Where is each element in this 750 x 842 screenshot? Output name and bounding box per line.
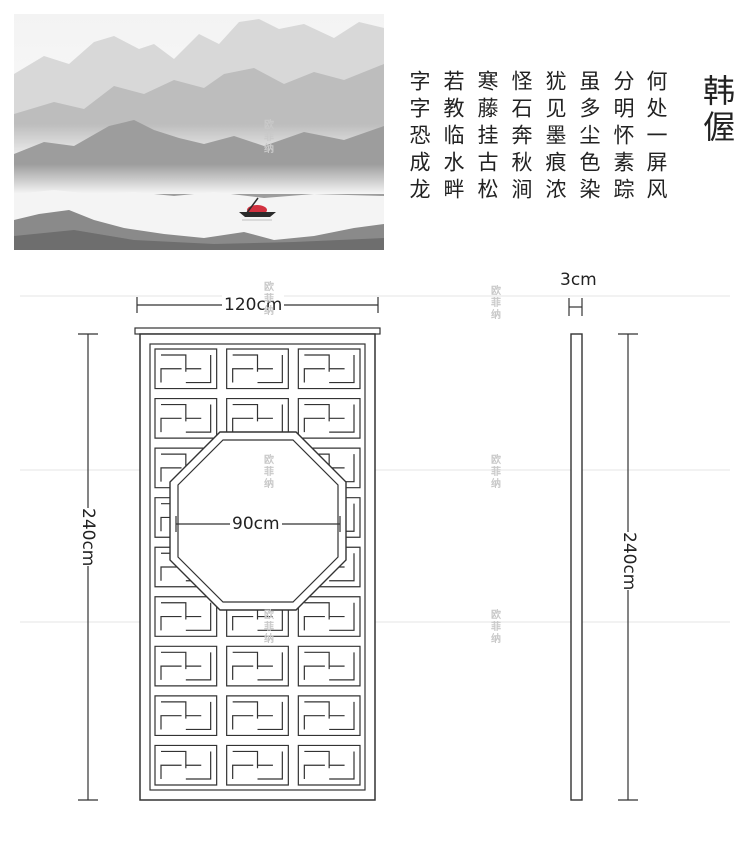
watermark-text: 欧菲纳 xyxy=(264,282,274,317)
screen-inner-frame xyxy=(149,343,366,791)
poem-title: 韩偓 xyxy=(698,74,736,146)
poem-column: 若教临水畔 xyxy=(441,70,465,205)
boat-icon xyxy=(239,197,276,221)
height-label: 240cm xyxy=(76,508,100,567)
lattice-cell xyxy=(226,348,289,390)
thickness-dimension-line xyxy=(568,298,583,316)
lattice-cell xyxy=(226,645,289,687)
lattice-cell xyxy=(297,744,361,786)
lattice-cell xyxy=(297,348,361,390)
side-profile-bar xyxy=(570,333,583,801)
lattice-cell xyxy=(154,596,218,637)
poem-column: 何处一屏风 xyxy=(644,70,668,205)
width-label: 120cm xyxy=(222,295,285,315)
thickness-label: 3cm xyxy=(558,270,599,290)
lattice-cell xyxy=(297,447,361,489)
poem-column: 字字恐成龙 xyxy=(407,70,431,205)
lattice-cell xyxy=(297,645,361,687)
poem-column: 怪石奔秋涧 xyxy=(509,70,533,205)
poem-column: 虽多尘色染 xyxy=(577,70,601,205)
ink-landscape-painting xyxy=(14,14,384,250)
lattice-cell xyxy=(154,695,218,737)
watermark-text: 欧菲纳 xyxy=(264,610,274,645)
watermark-text: 欧菲纳 xyxy=(491,455,501,490)
lattice-cell xyxy=(297,695,361,737)
poem-column: 分明怀素踪 xyxy=(611,70,635,205)
watermark-text: 欧菲纳 xyxy=(491,286,501,321)
watermark-text: 欧菲纳 xyxy=(264,120,274,155)
lattice-cell xyxy=(226,744,289,786)
poem-column: 寒藤挂古松 xyxy=(475,70,499,205)
poem-column: 犹见墨痕浓 xyxy=(543,70,567,205)
lattice-cell xyxy=(226,695,289,737)
lattice-cell xyxy=(297,397,361,439)
height-dimension-line xyxy=(78,333,98,801)
lattice-cell xyxy=(297,596,361,637)
lattice-cell xyxy=(154,645,218,687)
opening-label: 90cm xyxy=(230,514,282,534)
lattice-cell xyxy=(154,348,218,390)
frame-top-rail xyxy=(134,327,381,335)
lattice-cell xyxy=(154,744,218,786)
watermark-text: 欧菲纳 xyxy=(491,610,501,645)
side-height-label: 240cm xyxy=(617,532,641,591)
watermark-text: 欧菲纳 xyxy=(264,455,274,490)
